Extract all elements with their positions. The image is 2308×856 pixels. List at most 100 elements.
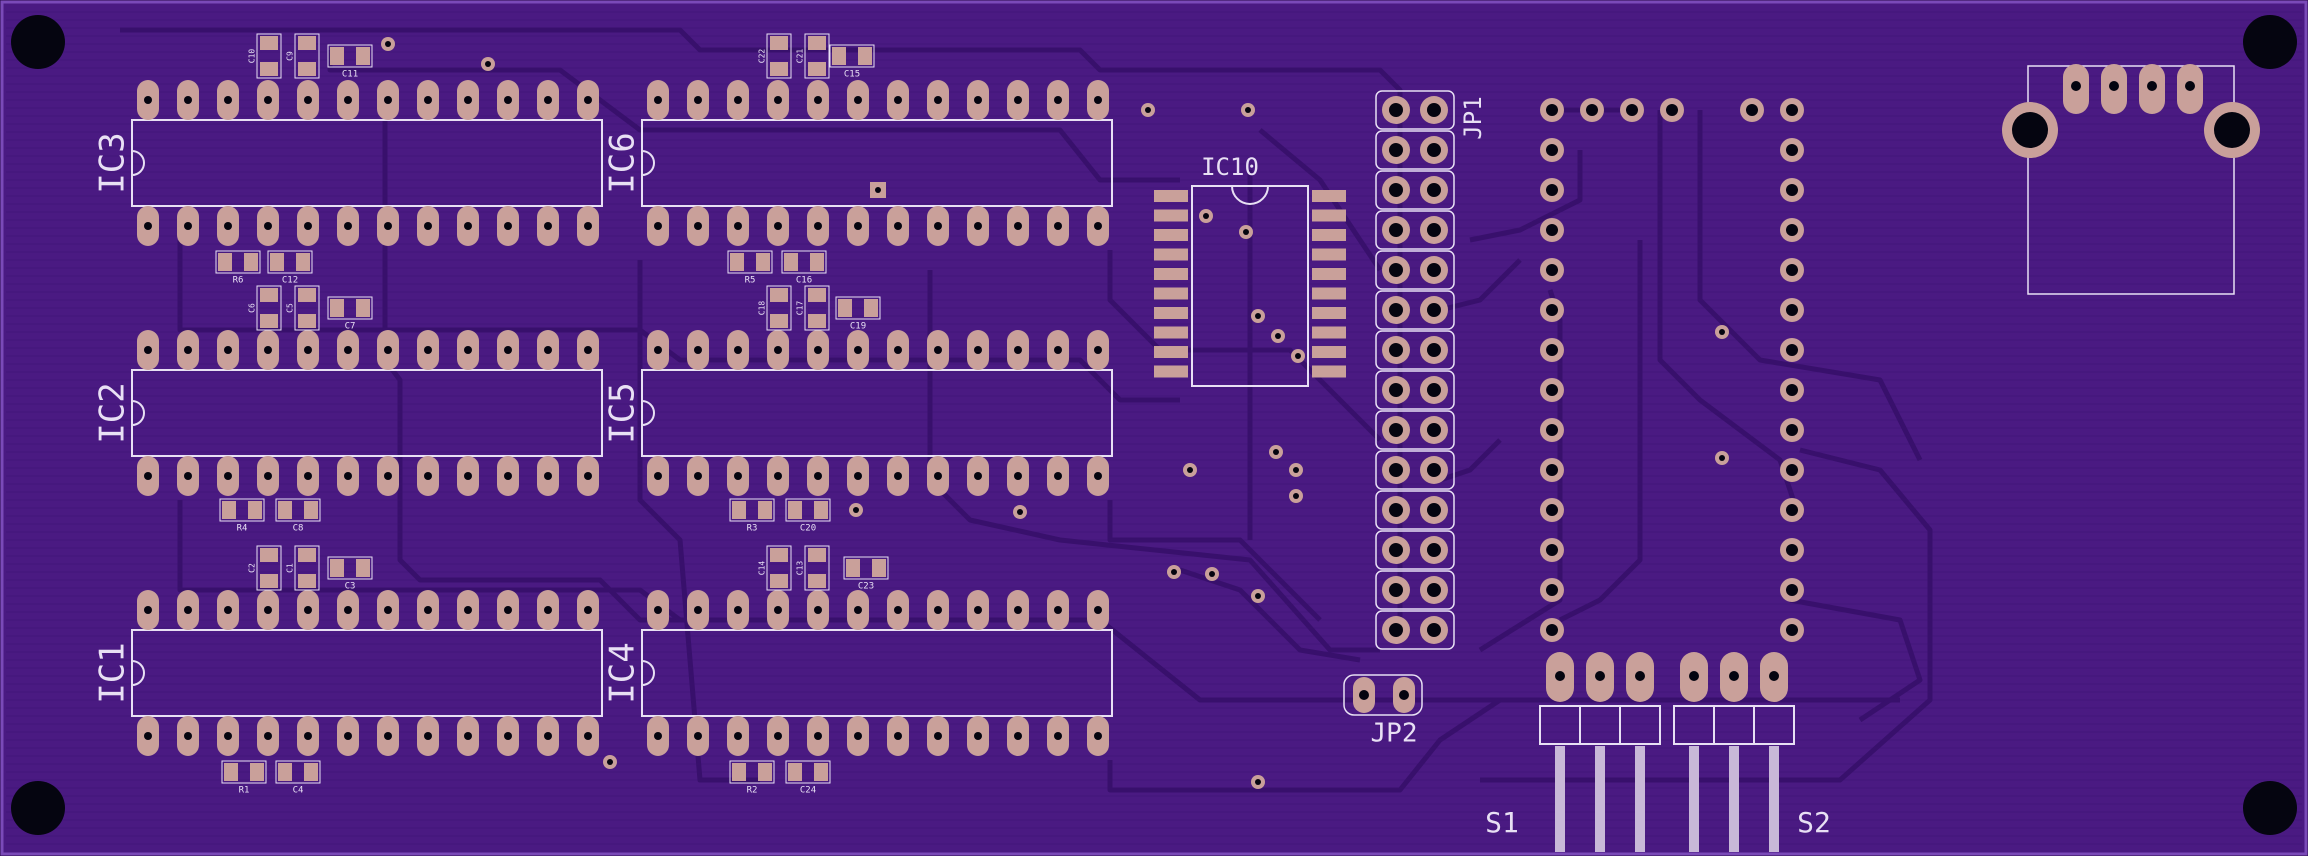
- pin-hole: [814, 222, 822, 230]
- pin-hole: [2147, 81, 2157, 91]
- passive-ref-label: C8: [293, 524, 304, 534]
- pin-hole: [1689, 671, 1699, 681]
- smd-outline: [766, 545, 792, 591]
- pin-hole: [1389, 223, 1403, 237]
- smd-outline: [729, 498, 775, 522]
- smd-pad: [758, 763, 772, 781]
- pin-hole: [504, 96, 512, 104]
- passive-c2: C2: [248, 545, 282, 591]
- pin-hole: [1014, 96, 1022, 104]
- passive-ref-label: C1: [286, 563, 295, 573]
- pin-hole: [1389, 623, 1403, 637]
- ic-ref-label: IC3: [93, 132, 133, 193]
- pin-hole: [1389, 103, 1403, 117]
- smd-pad: [808, 314, 826, 328]
- smd-pad: [770, 62, 788, 76]
- pin-hole: [1427, 263, 1441, 277]
- pin-hole: [774, 732, 782, 740]
- pin-hole: [344, 472, 352, 480]
- pin-hole: [654, 96, 662, 104]
- via-hole: [1275, 333, 1281, 339]
- header-outline: [1375, 130, 1455, 170]
- smd-pad: [260, 36, 278, 50]
- pin-hole: [854, 732, 862, 740]
- pin-hole: [894, 472, 902, 480]
- pin-hole: [1546, 424, 1558, 436]
- switch-lead: [1595, 746, 1605, 852]
- shield-hole: [2214, 112, 2250, 148]
- passive-ref-label: R2: [747, 786, 758, 796]
- smd-pin: [1312, 326, 1346, 339]
- pin-hole: [814, 96, 822, 104]
- pin-hole: [144, 96, 152, 104]
- passive-ref-label: C11: [342, 70, 358, 80]
- pin-hole: [184, 606, 192, 614]
- smd-pad: [808, 548, 826, 562]
- pin-hole: [384, 96, 392, 104]
- smd-pad: [808, 62, 826, 76]
- smd-outline: [294, 545, 320, 591]
- smd-pin: [1312, 287, 1346, 300]
- ic-outline: [131, 629, 603, 717]
- ic-outline: [1191, 185, 1309, 387]
- pin-hole: [464, 96, 472, 104]
- pin-hole: [1546, 304, 1558, 316]
- smd-pad: [810, 253, 824, 271]
- switch-ref-label: S2: [1797, 806, 1831, 839]
- pin-hole: [1389, 583, 1403, 597]
- passive-ref-label: C6: [248, 303, 257, 313]
- via-hole: [1255, 593, 1261, 599]
- pin-hole: [584, 606, 592, 614]
- pin-hole: [1427, 303, 1441, 317]
- pin-hole: [184, 346, 192, 354]
- pin-hole: [1389, 543, 1403, 557]
- smd-pad: [330, 299, 344, 317]
- ic-ref-label: IC2: [93, 382, 133, 443]
- pin-hole: [1427, 623, 1441, 637]
- pin-hole: [854, 472, 862, 480]
- pin1-notch: [641, 400, 655, 426]
- smd-pad: [298, 288, 316, 302]
- smd-outline: [327, 44, 373, 68]
- smd-pad: [330, 559, 344, 577]
- pin-hole: [424, 606, 432, 614]
- smd-pin: [1154, 209, 1188, 222]
- passive-ref-label: C14: [758, 561, 767, 576]
- passive-c1: C1: [286, 545, 320, 591]
- pin-hole: [464, 222, 472, 230]
- pin-hole: [344, 606, 352, 614]
- pin1-notch: [131, 660, 145, 686]
- pin-hole: [544, 606, 552, 614]
- header-outline: [1375, 290, 1455, 330]
- pin-hole: [1094, 732, 1102, 740]
- pin-hole: [854, 606, 862, 614]
- passive-ref-label: C9: [286, 51, 295, 61]
- smd-outline: [256, 285, 282, 331]
- passive-ref-label: R4: [237, 524, 248, 534]
- ic-ic5: IC5: [603, 330, 1113, 496]
- pin-hole: [1786, 344, 1798, 356]
- pin-hole: [774, 472, 782, 480]
- pin-hole: [814, 606, 822, 614]
- pin-hole: [344, 222, 352, 230]
- pin-hole: [734, 732, 742, 740]
- pin-hole: [894, 346, 902, 354]
- smd-pad: [298, 574, 316, 588]
- smd-outline: [327, 296, 373, 320]
- via-hole: [1273, 449, 1279, 455]
- pin-hole: [1014, 472, 1022, 480]
- pin-hole: [1546, 104, 1558, 116]
- via-hole: [1171, 569, 1177, 575]
- switch-s2: S2: [1673, 652, 1831, 852]
- pin-hole: [544, 732, 552, 740]
- pin-hole: [1666, 104, 1678, 116]
- pin-hole: [1786, 464, 1798, 476]
- pin-hole: [184, 222, 192, 230]
- smd-pad: [732, 501, 746, 519]
- pin-hole: [1546, 384, 1558, 396]
- pin-hole: [694, 472, 702, 480]
- pin-hole: [1546, 344, 1558, 356]
- pin-hole: [1054, 222, 1062, 230]
- pin-hole: [2185, 81, 2195, 91]
- pin-hole: [424, 732, 432, 740]
